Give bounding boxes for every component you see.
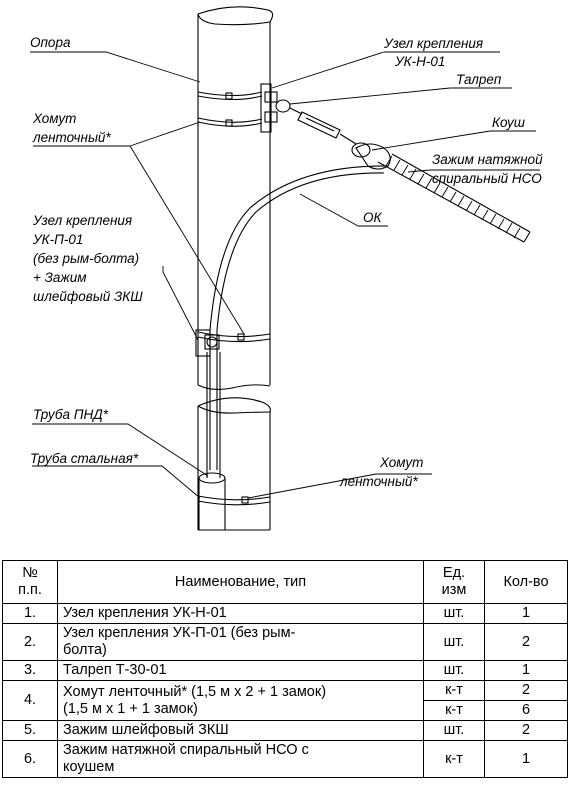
label-homut-lower-line1: Хомут: [379, 455, 423, 470]
anchor-node-uk-n: [260, 83, 291, 133]
header-name: Наименование, тип: [57, 560, 424, 604]
pipe-pnd: [206, 352, 221, 478]
band-clamps-upper: [197, 91, 263, 127]
thimble: [355, 143, 391, 170]
label-uk-p-line3: (без рым-болта): [33, 251, 139, 266]
leader-lines: [30, 51, 540, 499]
table-row: 3. Талреп Т-30-01 шт. 1: [2, 660, 568, 681]
label-opora: Опора: [30, 35, 71, 50]
label-talrep: Талреп: [456, 72, 502, 87]
label-uk-n-line1: Узел крепления: [383, 36, 483, 51]
label-uk-p-line4: + Зажим: [33, 270, 86, 285]
label-uk-n-line2: УК-Н-01: [394, 54, 445, 69]
pole-lower: [197, 397, 271, 531]
label-homut-upper-line2: ленточный*: [32, 130, 111, 145]
installation-diagram: Опора Узел крепления УК-Н-01 Талреп Коуш…: [30, 6, 543, 531]
pole-upper: [197, 6, 274, 391]
optical-cable: [209, 165, 389, 470]
band-clamp-lower: [197, 495, 271, 506]
label-zazhim-line1: Зажим натяжной: [432, 152, 543, 167]
label-ok: ОК: [363, 210, 383, 225]
label-zazhim-line2: спиральный НСО: [432, 171, 542, 186]
label-koush: Коуш: [492, 115, 525, 130]
table-row: 4. Хомут ленточный* (1,5 м х 2 + 1 замок…: [2, 680, 568, 721]
label-uk-p-line5: шлейфовый ЗКШ: [33, 289, 143, 304]
band-clamp-middle: [197, 331, 271, 343]
label-uk-p-line1: Узел крепления: [32, 213, 132, 228]
table-row: 2. Узел крепления УК-П-01 (без рым-болта…: [2, 623, 568, 661]
label-truba-pnd: Труба ПНД*: [33, 407, 109, 422]
table-row: 1. Узел крепления УК-Н-01 шт. 1: [2, 603, 568, 624]
label-uk-p-line2: УК-П-01: [32, 232, 83, 247]
label-homut-upper-line1: Хомут: [32, 111, 76, 126]
spiral-dead-end-clamp: [377, 153, 531, 243]
label-truba-stal: Труба стальная*: [30, 451, 139, 466]
turnbuckle: [289, 107, 371, 158]
spiral-hatching: [385, 155, 521, 239]
header-unit: Ед.изм: [423, 560, 485, 604]
label-homut-lower-line2: ленточный*: [339, 474, 418, 489]
anchor-node-uk-p: [195, 329, 220, 357]
table-row: 5. Зажим шлейфовый ЗКШ шт. 2: [2, 720, 568, 741]
header-qty: Кол-во: [484, 560, 568, 604]
